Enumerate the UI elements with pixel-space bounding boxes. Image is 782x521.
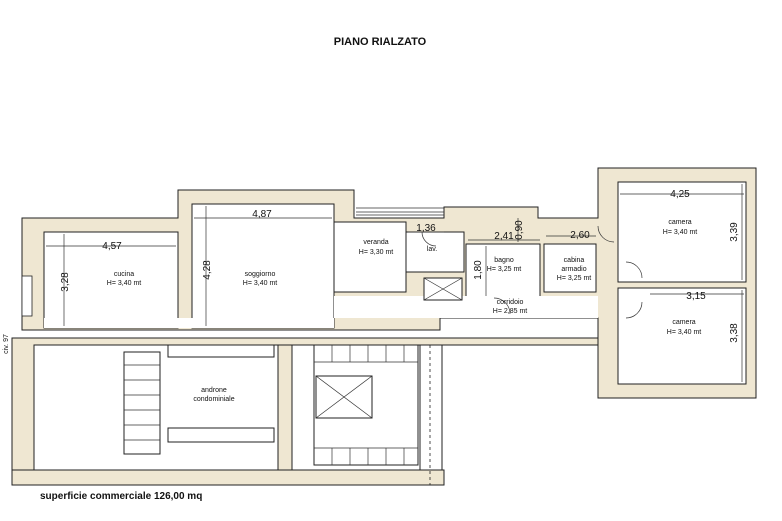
dim-cucina-width: 4,57 <box>102 241 122 252</box>
walls <box>11 167 757 486</box>
dim-camera2-height: 3,38 <box>729 323 740 343</box>
room-height-cucina: H= 3,40 mt <box>107 280 141 287</box>
room-name2-cabina: armadio <box>561 266 586 273</box>
side-label: civ. 97 <box>3 334 10 354</box>
dim-cabina-width: 2,60 <box>570 230 590 241</box>
room-name-veranda: veranda <box>363 239 388 246</box>
room-name-corridoio: corridoio <box>497 299 524 306</box>
room-name-bagno: bagno <box>494 257 514 264</box>
dim-camera2-width: 3,15 <box>686 291 706 302</box>
surface-label: superficie commerciale 126,00 mq <box>40 491 202 502</box>
room-name2-androne: condominiale <box>193 396 234 403</box>
dimension-lines <box>46 184 744 382</box>
details <box>21 207 643 485</box>
dim-camera1-width: 4,25 <box>670 189 690 200</box>
room-height-soggiorno: H= 3,40 mt <box>243 280 277 287</box>
dim-cucina-height: 3,28 <box>60 272 71 292</box>
room-name-androne: androne <box>201 387 227 394</box>
room-labels: cucina H= 3,40 mt soggiorno H= 3,40 mt v… <box>107 219 701 403</box>
dim-bagno-width: 2,41 <box>494 231 514 242</box>
dim-bagno-height: 1,80 <box>473 260 484 280</box>
dim-soggiorno-width: 4,87 <box>252 209 272 220</box>
room-name-soggiorno: soggiorno <box>245 271 276 278</box>
room-height-cabina: H= 3,25 mt <box>557 275 591 282</box>
room-height-corridoio: H= 2,85 mt <box>493 308 527 315</box>
dim-camera1-height: 3,39 <box>729 222 740 242</box>
room-name-cabina: cabina <box>564 257 585 264</box>
room-height-bagno: H= 3,25 mt <box>487 266 521 273</box>
dim-veranda-width: 1,36 <box>416 223 436 234</box>
room-name-camera2: camera <box>672 319 695 326</box>
room-height-camera1: H= 3,40 mt <box>663 229 697 236</box>
room-height-camera2: H= 3,40 mt <box>667 329 701 336</box>
page-title: PIANO RIALZATO <box>334 36 427 48</box>
dimension-labels: 4,57 3,28 4,87 4,28 1,36 2,41 1,80 0,90 … <box>60 189 740 343</box>
dim-soggiorno-height: 4,28 <box>202 260 213 280</box>
room-name-cucina: cucina <box>114 271 134 278</box>
room-name-lav: lav. <box>427 246 437 253</box>
room-name-camera1: camera <box>668 219 691 226</box>
dim-door-width: 0,90 <box>514 220 525 240</box>
room-height-veranda: H= 3,30 mt <box>359 249 393 256</box>
